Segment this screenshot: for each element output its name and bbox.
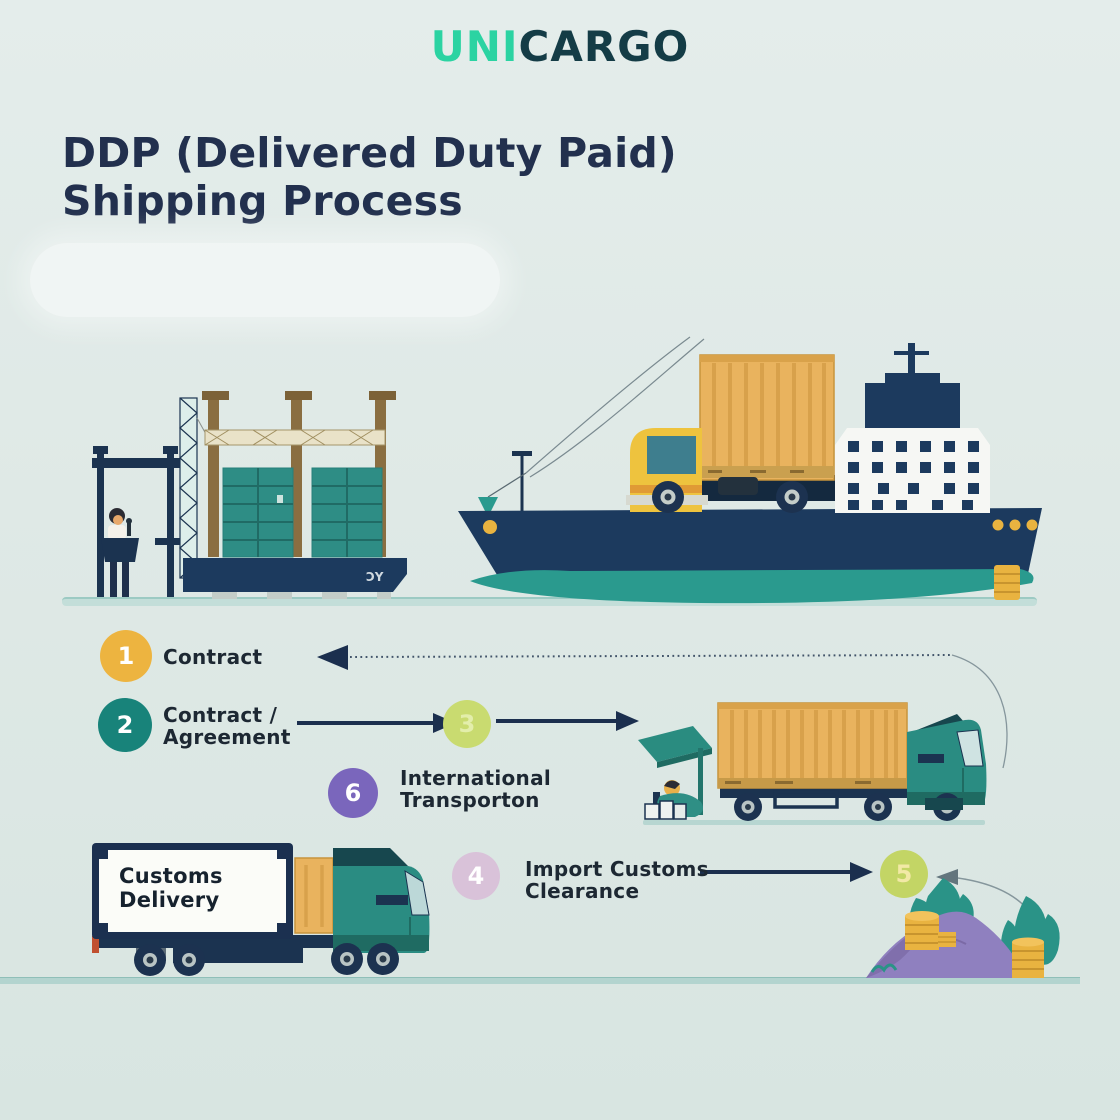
logo-suffix: CARGO [518,22,690,71]
shrub [870,963,898,973]
freight-container [717,702,908,789]
step-number-2: 2 [116,711,134,739]
step-label-4: Import Customs Clearance [525,857,709,904]
delivery-truck-cab [333,866,430,953]
logo-prefix: UNI [430,22,519,71]
brand-logo: UNICARGO [0,22,1120,71]
step-circle-4: 4 [452,852,500,900]
ship-superstructure [835,343,990,513]
deck-truck [626,354,835,513]
arrow-step4-to-5 [700,862,873,882]
title-line-2: Shipping Process [62,176,463,225]
destination-illustration [866,878,1060,978]
ship-windows [848,441,979,510]
step-label-6: International Transporton [400,766,552,813]
loading-dock-worker [638,726,712,820]
trailer-panel [99,850,286,932]
delivery-truck-illustration [92,843,430,976]
freight-truck [717,702,987,821]
step-number-6: 6 [344,779,362,807]
container-stack [222,467,383,558]
crane-tower [179,397,208,579]
dotted-return-arrow [317,645,1008,769]
page-title: DDP (Delivered Duty Paid) Shipping Proce… [62,129,677,226]
ship-hull [458,508,1042,604]
barge-marking: ƆY [366,570,384,584]
delivery-panel-text: Customs Delivery [119,864,223,913]
step-number-3: 3 [458,710,476,738]
freight-truck-illustration [638,702,987,825]
background-highlight [30,243,500,317]
arrow-step2-to-3 [297,713,456,733]
dock-ground-line [62,597,1037,606]
ship-waterline [470,569,1034,604]
step-circle-6: 6 [328,768,378,818]
step-circle-3: 3 [443,700,491,748]
crane-hook [478,497,498,517]
delivery-truck [92,843,430,976]
coin-stack [905,911,1044,978]
step-circle-5: 5 [880,850,928,898]
step-label-2: Contract / Agreement [163,703,291,750]
step-circle-2: 2 [98,698,152,752]
worker-station [92,446,185,597]
title-line-1: DDP (Delivered Duty Paid) [62,129,677,177]
step-number-5: 5 [895,860,913,888]
step-circle-1: 1 [100,630,152,682]
dock-worker [101,508,139,597]
barge: ƆY [183,558,407,599]
cargo-barrel [994,565,1020,600]
arrow-step3-to-truck [496,711,639,731]
delivery-container [294,857,334,934]
port-illustration: ƆY [92,391,407,599]
step-number-1: 1 [117,642,135,670]
step-number-4: 4 [467,862,485,890]
street-ground-line [0,977,1080,984]
loading-ground-line [643,820,985,825]
cargo-ship-illustration [458,336,1042,604]
step-label-1: Contract [163,645,263,669]
